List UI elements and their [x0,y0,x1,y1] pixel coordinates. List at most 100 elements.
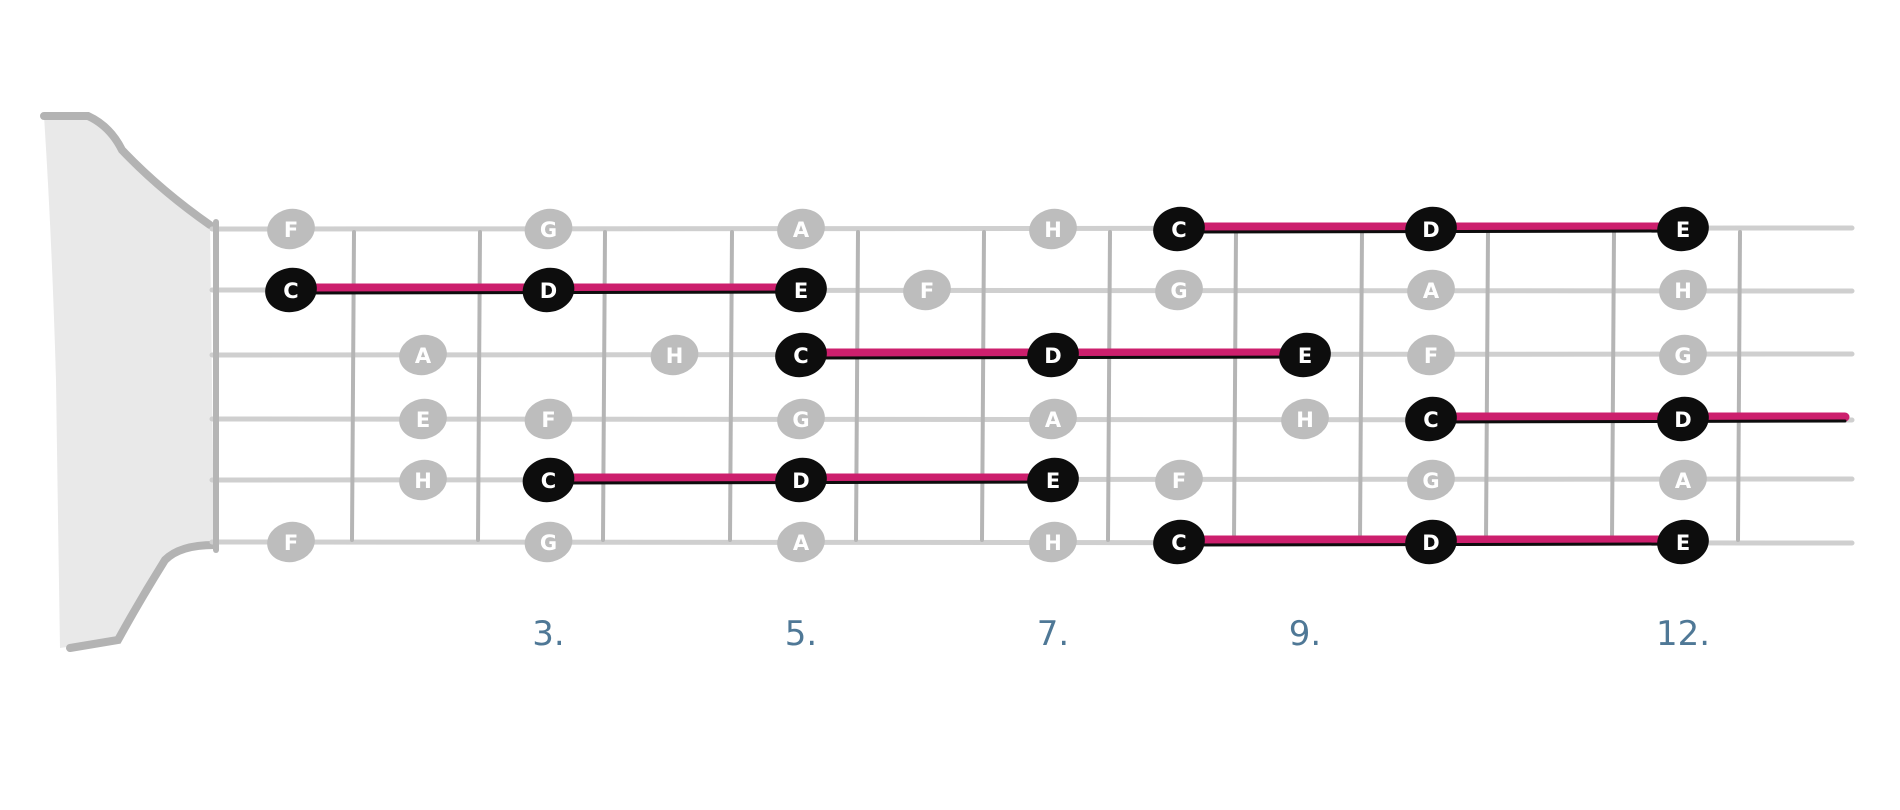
note-a-s3-f2: A [399,334,447,376]
scale-note-d-s1-f10: D [1405,206,1457,252]
svg-text:E: E [1298,344,1312,368]
svg-text:C: C [283,279,298,303]
fret-wire-7 [1106,230,1112,542]
svg-text:F: F [1172,469,1186,493]
note-h-s4-f9: H [1281,398,1329,440]
svg-text:C: C [541,469,556,493]
svg-text:E: E [1676,531,1690,555]
fret-marker-5: 5. [785,614,817,654]
svg-text:H: H [1674,279,1692,303]
note-f-s3-f10: F [1407,334,1455,376]
svg-text:F: F [284,531,298,555]
svg-text:G: G [1170,279,1187,303]
note-a-s2-f10: A [1407,269,1455,311]
note-g-s1-f3: G [524,208,573,250]
note-a-s4-f7: A [1029,398,1077,440]
fret-wire-5 [854,230,860,542]
fret-marker-3: 3. [532,614,564,654]
scale-note-c-s6-f8: C [1153,519,1205,565]
svg-text:D: D [792,469,809,493]
scale-note-c-s1-f8: C [1153,206,1205,252]
svg-text:D: D [540,279,557,303]
fret-wire-3 [601,230,607,542]
scale-note-d-s2-f3: D [522,267,575,313]
note-f-s2-f6: F [903,269,951,311]
fret-wire-11 [1610,230,1616,542]
scale-note-c-s4-f10: C [1405,396,1457,442]
scale-note-d-s5-f5: D [775,457,827,503]
svg-text:D: D [1422,531,1439,555]
svg-text:G: G [1422,469,1439,493]
note-g-s4-f5: G [777,398,825,440]
scale-note-e-s6-f12: E [1657,519,1709,565]
note-g-s5-f10: G [1407,459,1455,501]
svg-text:C: C [1171,218,1186,242]
note-a-s5-f12: A [1659,459,1707,501]
fret-wire-1 [350,230,356,542]
svg-text:E: E [416,408,430,432]
note-a-s6-f5: A [777,521,825,563]
fret-wire-9 [1358,230,1364,542]
svg-text:H: H [1044,531,1062,555]
note-g-s3-f12: G [1659,334,1707,376]
svg-text:A: A [1423,279,1440,303]
note-h-s6-f7: H [1029,521,1077,563]
strings-layer [209,225,1855,546]
fret-marker-12: 12. [1656,614,1710,654]
svg-text:G: G [1674,344,1691,368]
svg-text:A: A [415,344,432,368]
svg-text:E: E [1676,218,1690,242]
svg-text:F: F [284,218,298,242]
note-f-s6-f1: F [267,521,315,563]
note-h-s3-f4: H [650,334,699,376]
svg-text:E: E [794,279,808,303]
svg-text:G: G [540,218,557,242]
fret-wire-2 [476,230,482,542]
note-h-s2-f12: H [1659,269,1707,311]
svg-text:A: A [793,531,810,555]
svg-text:D: D [1674,408,1691,432]
svg-text:F: F [1424,344,1438,368]
fret-wire-12 [1736,230,1742,542]
svg-text:F: F [920,279,934,303]
svg-text:H: H [1296,408,1314,432]
svg-text:H: H [414,469,432,493]
scale-note-e-s5-f7: E [1027,457,1079,503]
fret-marker-9: 9. [1289,614,1321,654]
scale-note-d-s3-f7: D [1027,332,1079,378]
fret-marker-7: 7. [1037,614,1069,654]
svg-text:H: H [1044,218,1062,242]
fret-wire-6 [980,230,986,542]
fret-wire-8 [1232,230,1238,542]
scale-note-c-s3-f5: C [775,332,827,378]
scale-note-d-s6-f10: D [1405,519,1457,565]
svg-text:G: G [792,408,809,432]
scale-note-e-s2-f5: E [775,267,827,313]
svg-text:A: A [1045,408,1062,432]
scale-note-e-s3-f9: E [1279,332,1331,378]
svg-text:D: D [1422,218,1439,242]
connector-string-4 [1426,412,1850,424]
scale-note-e-s1-f12: E [1657,206,1709,252]
frets-layer [213,219,1742,553]
note-g-s6-f3: G [524,521,573,563]
svg-text:C: C [1171,531,1186,555]
headstock-shape [44,116,214,648]
note-f-s5-f8: F [1155,459,1203,501]
scale-note-c-s5-f3: C [522,457,575,503]
note-e-s4-f2: E [399,398,447,440]
scale-note-c-s2-f1: C [265,267,317,313]
headstock-outline [40,112,218,652]
note-f-s1-f1: F [267,208,315,250]
svg-text:C: C [1423,408,1438,432]
svg-text:D: D [1044,344,1061,368]
svg-text:F: F [541,408,555,432]
fret-wire-10 [1484,230,1490,542]
note-h-s5-f2: H [399,459,447,501]
fret-wire-4 [728,230,734,542]
scale-note-d-s4-f12: D [1657,396,1709,442]
fret-markers-layer: 3. 5. 7. 9. 12. [532,614,1710,654]
note-g-s2-f8: G [1155,269,1203,311]
